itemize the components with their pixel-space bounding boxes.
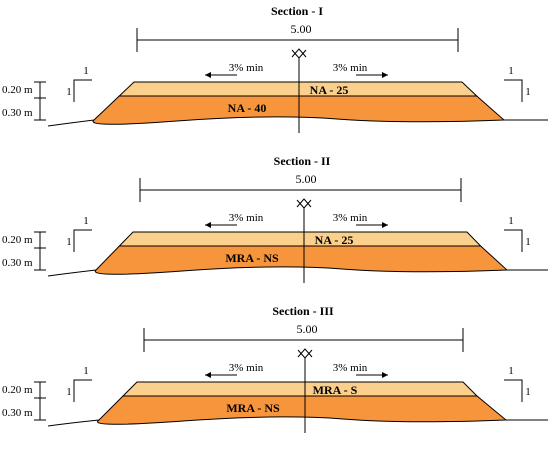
bottom-thickness-label: 0.30 m	[2, 257, 33, 269]
section-title: Section - III	[272, 304, 334, 318]
side-slope-symbol-left	[73, 79, 92, 102]
side-slope-symbol-right	[504, 379, 523, 402]
side-slope-h-right: 1	[508, 65, 514, 77]
section-1: Section - I 5.00 3% min 3% min NA - 25 NA - 4…	[2, 4, 548, 133]
side-slope-h-left: 1	[83, 365, 89, 377]
side-slope-symbol-left	[73, 229, 92, 252]
side-slope-symbol-right	[504, 229, 523, 252]
centerline-symbol	[296, 199, 312, 209]
side-slope-h-right: 1	[508, 365, 514, 377]
centerline-symbol-lower	[291, 48, 307, 58]
section-title: Section - II	[274, 154, 331, 168]
centerline-symbol-lower	[297, 348, 313, 358]
centerline-symbol-lower	[296, 198, 312, 208]
slope-label-right: 3% min	[333, 362, 368, 374]
side-slope-v-right: 1	[525, 236, 531, 248]
top-layer-shape	[118, 231, 482, 247]
side-slope-v-left: 1	[66, 386, 72, 398]
bottom-thickness-label: 0.30 m	[2, 107, 33, 119]
slope-arrow-right-head	[382, 222, 388, 228]
side-slope-v-right: 1	[525, 386, 531, 398]
width-label: 5.00	[296, 172, 317, 186]
top-layer-shape	[121, 381, 479, 397]
bottom-layer-label: NA - 40	[228, 101, 267, 115]
slope-label-left: 3% min	[229, 62, 264, 74]
ground-line-left	[47, 119, 95, 127]
slope-label-left: 3% min	[229, 362, 264, 374]
top-layer-shape	[118, 81, 478, 97]
side-slope-v-left: 1	[66, 86, 72, 98]
slope-arrow-right-head	[382, 372, 388, 378]
slope-arrow-left-head	[205, 222, 211, 228]
slope-label-right: 3% min	[333, 212, 368, 224]
section-2: Section - II 5.00 3% min 3% min NA - 25 MRA -…	[2, 154, 548, 283]
bottom-layer-label: MRA - NS	[226, 401, 280, 415]
top-layer-label: NA - 25	[315, 233, 354, 247]
slope-arrow-left-head	[205, 72, 211, 78]
ground-line-left	[47, 269, 97, 277]
side-slope-symbol-right	[504, 79, 523, 102]
side-slope-symbol-left	[73, 379, 92, 402]
slope-arrow-right-head	[382, 72, 388, 78]
centerline-symbol	[297, 349, 313, 359]
side-slope-h-left: 1	[83, 65, 89, 77]
centerline-symbol	[291, 49, 307, 59]
bottom-thickness-label: 0.30 m	[2, 407, 33, 419]
section-title: Section - I	[271, 4, 323, 18]
top-thickness-label: 0.20 m	[2, 234, 33, 246]
bottom-layer-shape	[97, 395, 508, 425]
top-thickness-label: 0.20 m	[2, 84, 33, 96]
side-slope-v-left: 1	[66, 236, 72, 248]
bottom-layer-label: MRA - NS	[225, 251, 279, 265]
bottom-layer-shape	[94, 245, 509, 275]
side-slope-h-right: 1	[508, 215, 514, 227]
width-label: 5.00	[291, 22, 312, 36]
top-layer-label: MRA - S	[313, 383, 358, 397]
top-thickness-label: 0.20 m	[2, 384, 33, 396]
slope-label-right: 3% min	[333, 62, 368, 74]
side-slope-v-right: 1	[525, 86, 531, 98]
side-slope-h-left: 1	[83, 215, 89, 227]
ground-line-left	[47, 419, 100, 427]
slope-label-left: 3% min	[229, 212, 264, 224]
slope-arrow-left-head	[205, 372, 211, 378]
top-layer-label: NA - 25	[310, 83, 349, 97]
width-label: 5.00	[297, 322, 318, 336]
